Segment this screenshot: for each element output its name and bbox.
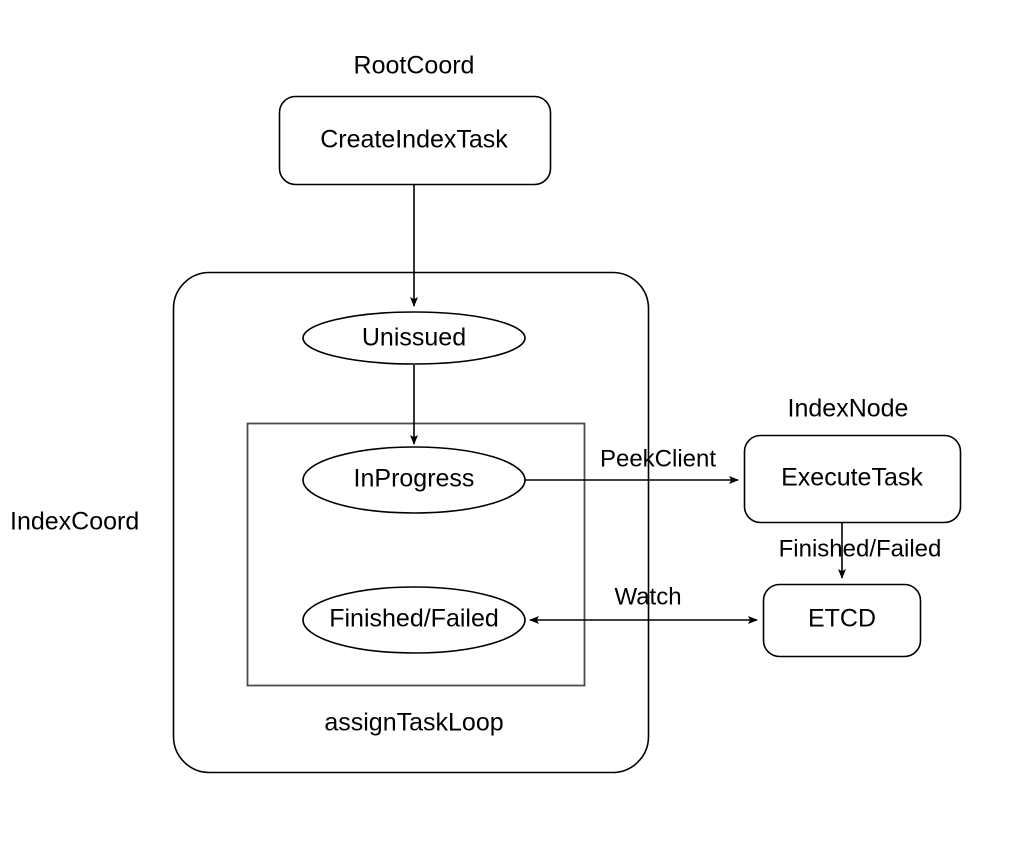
node-label-etcd: ETCD xyxy=(808,605,876,633)
group-label-index-coord: IndexCoord xyxy=(10,508,139,536)
node-label-execute-task: ExecuteTask xyxy=(781,464,923,492)
edge-label-finished-failed: Finished/Failed xyxy=(779,535,942,562)
node-unissued[interactable] xyxy=(302,311,526,365)
node-label-unissued: Unissued xyxy=(362,324,466,352)
node-execute-task[interactable] xyxy=(743,434,962,524)
group-label-assign-task-loop: assignTaskLoop xyxy=(324,709,503,737)
node-label-in-progress: InProgress xyxy=(354,465,475,493)
node-in-progress[interactable] xyxy=(302,446,526,514)
group-label-index-node: IndexNode xyxy=(788,395,909,423)
group-index-coord xyxy=(172,271,650,774)
node-label-create-index-task: CreateIndexTask xyxy=(320,126,508,154)
group-assign-task-loop xyxy=(246,422,586,687)
edge-label-peek-client: PeekClient xyxy=(600,445,716,472)
node-etcd[interactable] xyxy=(762,583,922,658)
node-finished-failed[interactable] xyxy=(302,586,526,654)
edge-label-watch: Watch xyxy=(614,583,681,610)
node-label-finished-failed: Finished/Failed xyxy=(329,605,499,633)
node-create-index-task[interactable] xyxy=(278,95,552,186)
group-label-root-coord: RootCoord xyxy=(354,52,475,80)
